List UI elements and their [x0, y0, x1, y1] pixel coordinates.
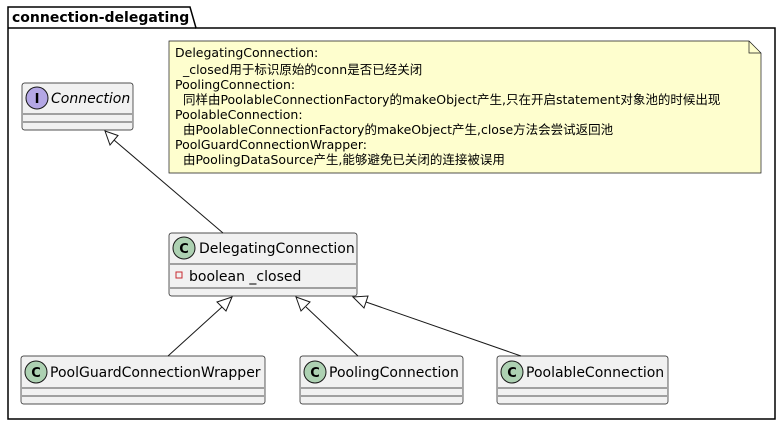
package-title: connection-delegating	[12, 10, 189, 26]
edge-delegating-extends-connection	[104, 130, 224, 234]
interface-badge-letter: I	[35, 92, 40, 107]
note-line: PoolableConnection:	[175, 107, 303, 122]
class-badge-letter: C	[310, 366, 320, 381]
class-attribute: boolean _closed	[189, 269, 301, 285]
note-line: 同样由PoolableConnectionFactory的makeObject产…	[175, 92, 720, 107]
generalization-arrowhead	[295, 296, 311, 312]
class-badge-letter: C	[507, 366, 517, 381]
note-line: 由PoolableConnectionFactory的makeObject产生,…	[175, 122, 614, 137]
class-poolguard-connection-wrapper: C PoolGuardConnectionWrapper	[20, 355, 266, 405]
generalization-arrowhead	[351, 295, 369, 309]
edge-poolguard-extends-delegating	[167, 296, 233, 357]
class-pooling-connection: C PoolingConnection	[299, 355, 464, 405]
class-name: DelegatingConnection	[199, 241, 355, 257]
generalization-arrowhead	[104, 130, 119, 146]
generalization-arrowhead	[216, 296, 233, 312]
note-line: _closed用于标识原始的conn是否已经关闭	[175, 62, 422, 77]
class-name: Connection	[51, 91, 130, 107]
edge-pooling-extends-delegating	[295, 296, 359, 357]
class-poolable-connection: C PoolableConnection	[496, 355, 669, 405]
edge-poolable-extends-delegating	[351, 295, 522, 357]
class-connection: I Connection	[21, 82, 134, 131]
class-name: PoolingConnection	[329, 365, 459, 381]
note: DelegatingConnection: _closed用于标识原始的conn…	[0, 0, 762, 174]
class-name: PoolableConnection	[526, 365, 664, 381]
note-line: DelegatingConnection:	[175, 45, 318, 60]
note-line: PoolingConnection:	[175, 77, 295, 92]
note-line: PoolGuardConnectionWrapper:	[175, 137, 367, 152]
class-badge-letter: C	[179, 242, 189, 257]
private-visibility-icon	[175, 271, 183, 279]
note-text: DelegatingConnection: _closed用于标识原始的conn…	[0, 0, 748, 167]
class-delegating-connection: C DelegatingConnection boolean _closed	[168, 232, 358, 297]
class-name: PoolGuardConnectionWrapper	[50, 365, 261, 381]
note-line: 由PoolingDataSource产生,能够避免已关闭的连接被误用	[175, 152, 505, 167]
class-badge-letter: C	[31, 366, 41, 381]
